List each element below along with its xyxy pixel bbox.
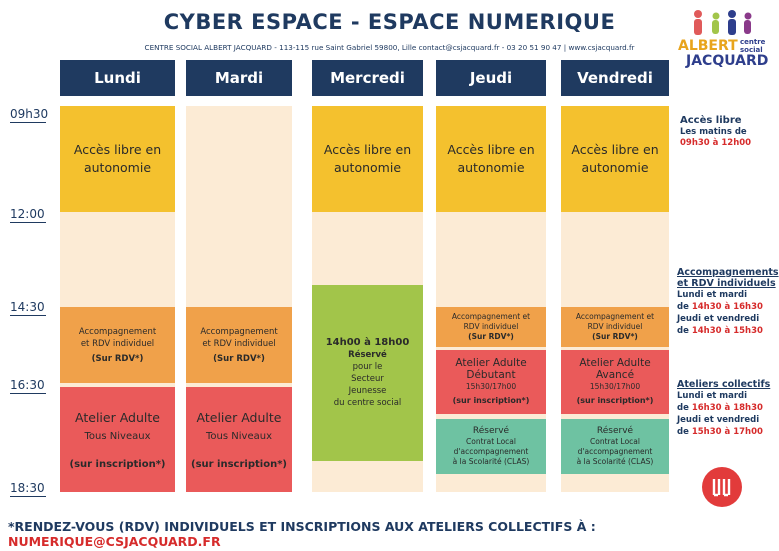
block-acces-libre: Accès libre en autonomie (561, 106, 669, 212)
time-tick (10, 222, 46, 223)
block-clas: Réservé Contrat Local d'accompagnement à… (436, 419, 546, 474)
day-header-lundi: Lundi (60, 60, 175, 96)
day-header-jeudi: Jeudi (436, 60, 546, 96)
time-label: 14:30 (10, 300, 45, 314)
block-acces-libre: Accès libre en autonomie (436, 106, 546, 212)
block-atelier-debutant: Atelier Adulte Débutant 15h30/17h00 (sur… (436, 350, 546, 414)
time-tick (10, 496, 46, 497)
block-atelier-avance: Atelier Adulte Avancé 15h30/17h00 (sur i… (561, 350, 669, 414)
block-clas: Réservé Contrat Local d'accompagnement à… (561, 419, 669, 474)
legend-accompagnements: Accompagnements et RDV individuels Lundi… (677, 267, 779, 336)
time-label: 12:00 (10, 207, 45, 221)
day-header-mercredi: Mercredi (312, 60, 423, 96)
block-secteur-jeunesse: 14h00 à 18h00 Réservé pour le Secteur Je… (312, 285, 423, 461)
time-label: 16:30 (10, 378, 45, 392)
block-atelier-adulte: Atelier Adulte Tous Niveaux (sur inscrip… (186, 387, 292, 492)
time-label: 09h30 (10, 107, 49, 121)
time-label: 18:30 (10, 481, 45, 495)
day-header-mardi: Mardi (186, 60, 292, 96)
block-accompagnement: Accompagnement et RDV individuel (Sur RD… (60, 307, 175, 383)
block-acces-libre: Accès libre en autonomie (60, 106, 175, 212)
block-accompagnement: Accompagnement et RDV individuel (Sur RD… (436, 307, 546, 347)
albert-jacquard-logo (694, 10, 752, 35)
legend-ateliers-collectifs: Ateliers collectifs Lundi et mardi de 16… (677, 379, 771, 437)
day-header-vendredi: Vendredi (561, 60, 669, 96)
page-title: CYBER ESPACE - ESPACE NUMERIQUE (163, 10, 616, 34)
logo-word-albert: ALBERT (678, 38, 738, 54)
block-accompagnement: Accompagnement et RDV individuel (Sur RD… (561, 307, 669, 347)
time-tick (10, 393, 46, 394)
time-tick (10, 122, 46, 123)
footer-contact: *RENDEZ-VOUS (RDV) INDIVIDUELS ET INSCRI… (8, 519, 596, 549)
time-tick (10, 315, 46, 316)
address-line: CENTRE SOCIAL ALBERT JACQUARD - 113-115 … (144, 43, 635, 52)
legend-acces-libre: Accès libre Les matins de 09h30 à 12h00 (680, 115, 752, 148)
ville-de-lille-logo (702, 467, 742, 507)
block-acces-libre: Accès libre en autonomie (312, 106, 423, 212)
logo-word-jacquard: JACQUARD (686, 53, 769, 69)
block-accompagnement: Accompagnement et RDV individuel (Sur RD… (186, 307, 292, 383)
block-atelier-adulte: Atelier Adulte Tous Niveaux (sur inscrip… (60, 387, 175, 492)
footer-email-link[interactable]: NUMERIQUE@CSJACQUARD.FR (8, 534, 221, 549)
